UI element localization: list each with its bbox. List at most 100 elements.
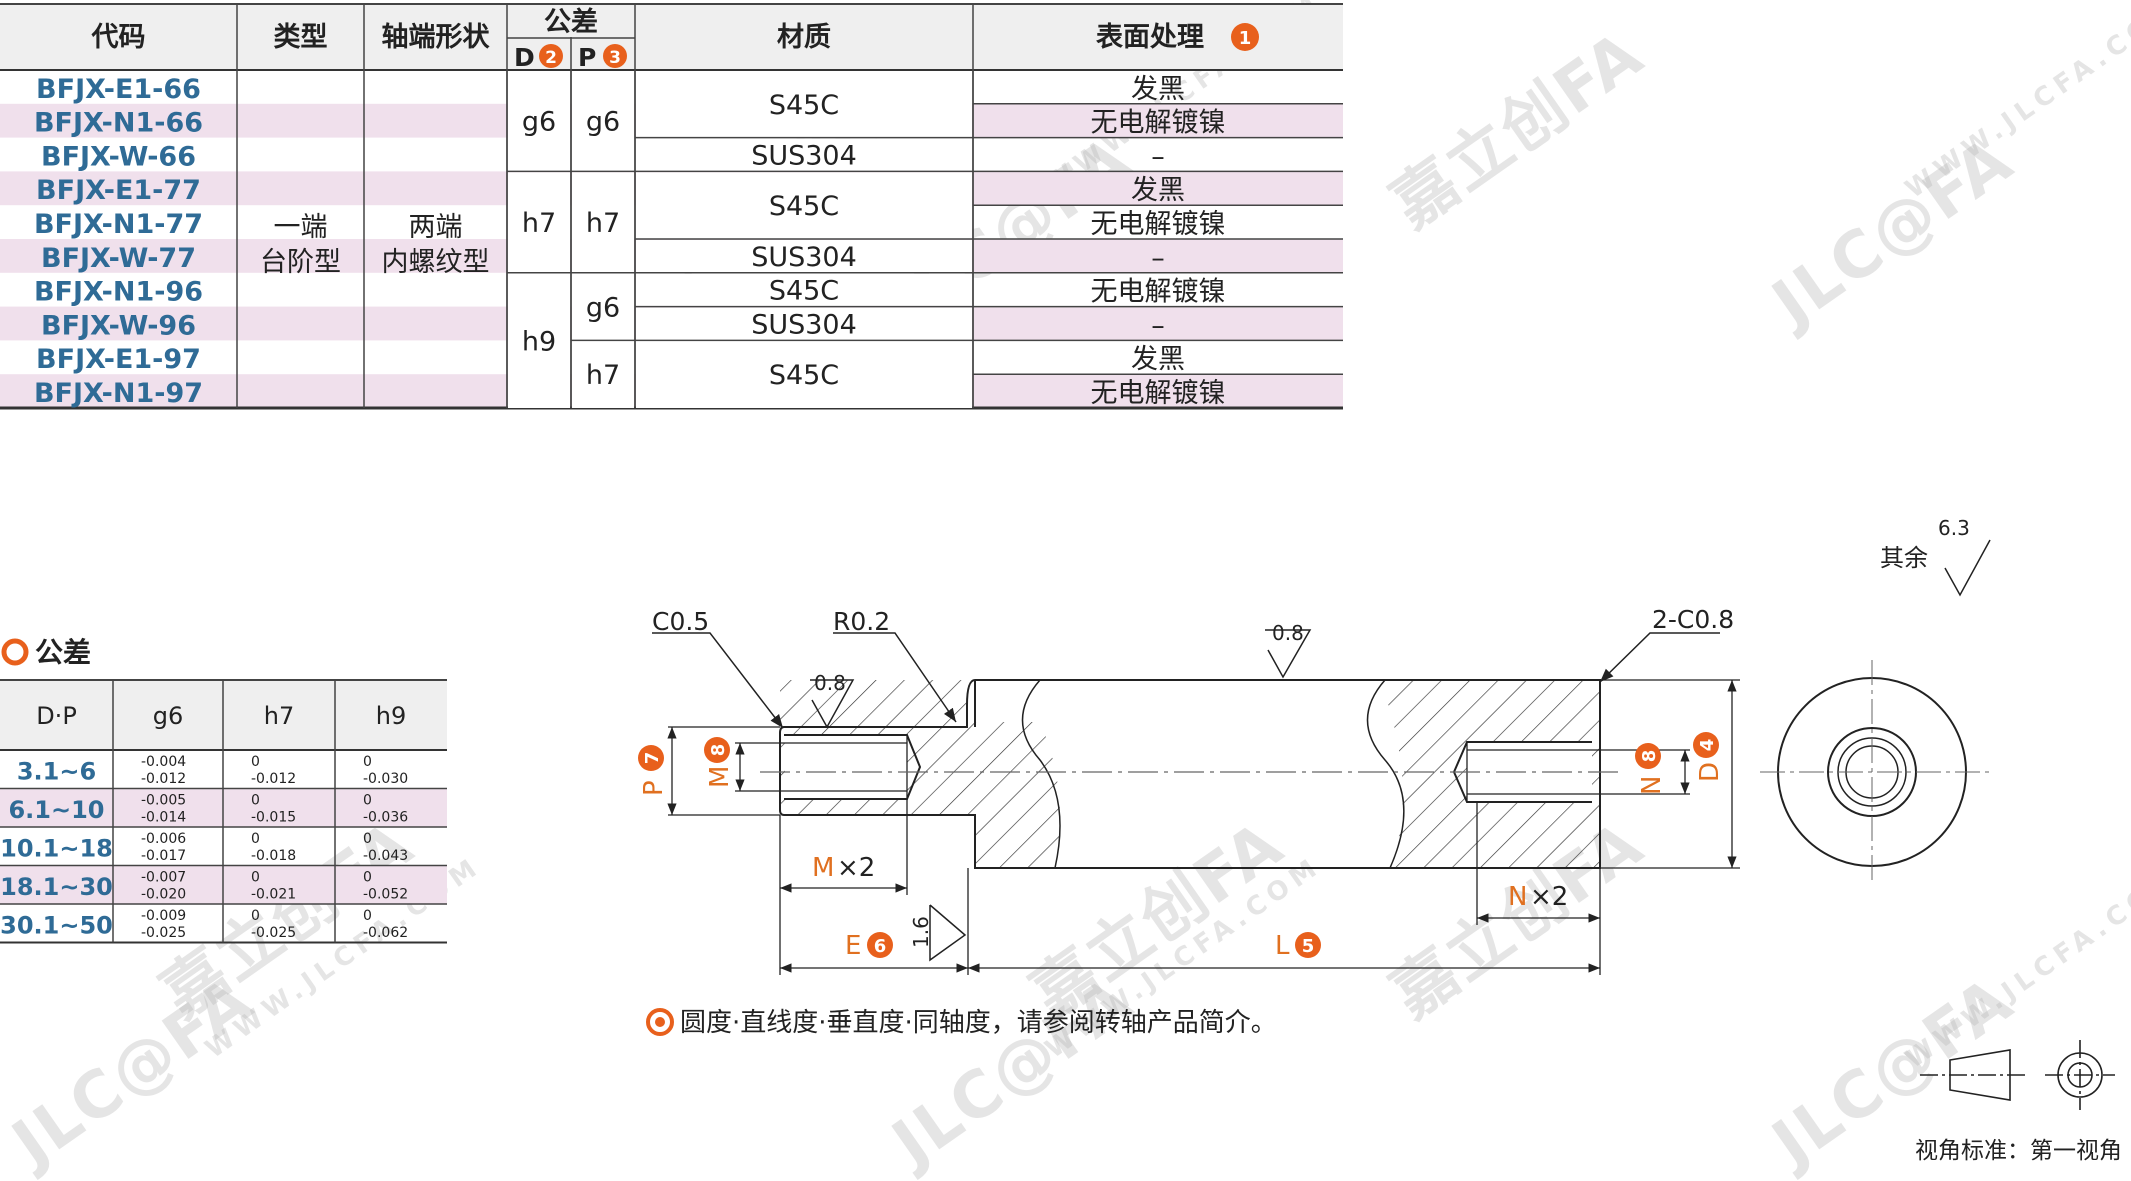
header-tol-d: D (514, 43, 535, 72)
merged-cell-bg (572, 71, 634, 172)
header-surface: 表面处理 (1096, 22, 1204, 53)
note-text: 圆度·直线度·垂直度·同轴度，请参阅转轴产品简介。 (680, 1008, 1277, 1038)
code-cell: BFJX-N1-97 (34, 378, 203, 409)
code-cell: BFJX-W-66 (41, 141, 196, 172)
code-cell: BFJX-N1-66 (34, 108, 203, 139)
svg-text:8: 8 (708, 744, 729, 757)
merged-cell-bg (572, 172, 634, 273)
dim-badges: 7 8 8 4 6 5 (638, 732, 1719, 958)
tol-lower: -0.062 (363, 925, 408, 941)
tol-lower: -0.030 (363, 771, 408, 787)
svg-text:6: 6 (874, 936, 887, 957)
surface-cell: 发黑 (1131, 344, 1185, 375)
surface-cell: 无电解镀镍 (1091, 378, 1226, 409)
dim-nx2-label: N (1508, 882, 1527, 912)
code-cell: BFJX-W-77 (41, 243, 196, 274)
dim-nx2 (1476, 802, 1601, 975)
surface-cell: 无电解镀镍 (1091, 209, 1226, 240)
svg-text:8: 8 (1639, 750, 1660, 763)
material-cell: S45C (769, 191, 839, 222)
tol-range-cell: 6.1~10 (8, 796, 104, 824)
header-tol-p: P (578, 43, 596, 72)
c08-label: 2-C0.8 (1652, 605, 1734, 634)
tol-range-cell: 30.1~50 (0, 912, 113, 940)
tol-lower: -0.052 (363, 887, 408, 903)
note: 圆度·直线度·垂直度·同轴度，请参阅转轴产品简介。 (646, 1008, 1277, 1038)
merged-cell-bg (508, 273, 570, 408)
tol-lower: -0.018 (251, 848, 296, 864)
tol-lower: -0.012 (141, 771, 186, 787)
section-title: 公差 (35, 636, 91, 669)
code-cell: BFJX-N1-96 (34, 277, 203, 308)
shaft-end-cell: 两端 (409, 212, 463, 243)
svg-text:7: 7 (642, 752, 663, 765)
tol-p-cell: h7 (586, 360, 620, 391)
header-material: 材质 (777, 22, 831, 53)
material-cell: S45C (769, 276, 839, 307)
merged-cell-bg (636, 71, 972, 138)
tol-lower: -0.020 (141, 887, 186, 903)
tol-lower: -0.021 (251, 887, 296, 903)
surface-cell: – (1151, 141, 1165, 172)
tol-upper: -0.004 (141, 754, 186, 770)
material-cell: S45C (769, 90, 839, 121)
surface-cell: 无电解镀镍 (1091, 108, 1226, 139)
dim-mx2 (779, 799, 908, 895)
merged-cell-bg (572, 341, 634, 408)
left-thread-hole (784, 734, 922, 800)
r02-label: R0.2 (833, 607, 890, 636)
code-cell: BFJX-N1-77 (34, 209, 203, 240)
header-tolerance: 公差 (544, 6, 598, 38)
tol-lower: -0.015 (251, 810, 296, 826)
tol-header-cell: h9 (376, 702, 406, 730)
roughness-other-label: 其余 (1880, 544, 1928, 572)
dim-nx2-suffix: ×2 (1530, 882, 1568, 912)
tol-header-cell: g6 (153, 702, 184, 730)
tol-upper: 0 (363, 754, 372, 770)
tol-range-cell: 18.1~30 (0, 873, 113, 901)
header-code: 代码 (91, 22, 146, 53)
shaft-section (760, 679, 1620, 869)
merged-cell-bg (636, 341, 972, 408)
header-shaft-end: 轴端形状 (382, 22, 491, 53)
tol-range-cell: 3.1~6 (17, 758, 96, 786)
tol-header-cell: D·P (36, 702, 77, 730)
tol-upper: 0 (251, 793, 260, 809)
tol-upper: -0.005 (141, 793, 186, 809)
badge (603, 44, 627, 68)
code-cell: BFJX-E1-97 (36, 344, 201, 375)
tol-lower: -0.017 (141, 848, 186, 864)
tol-p-cell: h7 (586, 208, 620, 239)
roughness-value: 6.3 (1938, 516, 1970, 540)
c05-label: C0.5 (652, 607, 709, 636)
dim-l-label: L (1275, 931, 1290, 961)
dim-n-label: N (1637, 776, 1667, 795)
projection-symbol (1920, 1040, 2115, 1110)
tol-upper: 0 (363, 870, 372, 886)
tol-lower: -0.025 (251, 925, 296, 941)
tol-lower: -0.043 (363, 848, 408, 864)
dim-mx2-suffix: ×2 (837, 853, 875, 883)
badge-number: 2 (545, 48, 557, 68)
dim-mx2-label: M (812, 853, 834, 883)
dim-m-label: M (705, 766, 735, 788)
tol-p-cell: g6 (586, 293, 620, 324)
tol-upper: 0 (251, 754, 260, 770)
merged-cell-bg (636, 307, 972, 341)
dim-m (735, 742, 784, 792)
roughness-value: 0.8 (1272, 621, 1304, 645)
table-header-bg (0, 4, 1343, 70)
dim-d-label: D (1695, 762, 1725, 782)
tol-upper: 0 (363, 793, 372, 809)
svg-text:4: 4 (1697, 739, 1718, 752)
tol-d-cell: g6 (522, 107, 556, 138)
tol-lower: -0.012 (251, 771, 296, 787)
roughness-value: 1.6 (909, 916, 933, 948)
projection-label: 视角标准：第一视角 (1915, 1138, 2122, 1164)
dim-p-label: P (639, 780, 669, 796)
dim-p (667, 726, 780, 816)
section-bullet (1, 638, 29, 666)
